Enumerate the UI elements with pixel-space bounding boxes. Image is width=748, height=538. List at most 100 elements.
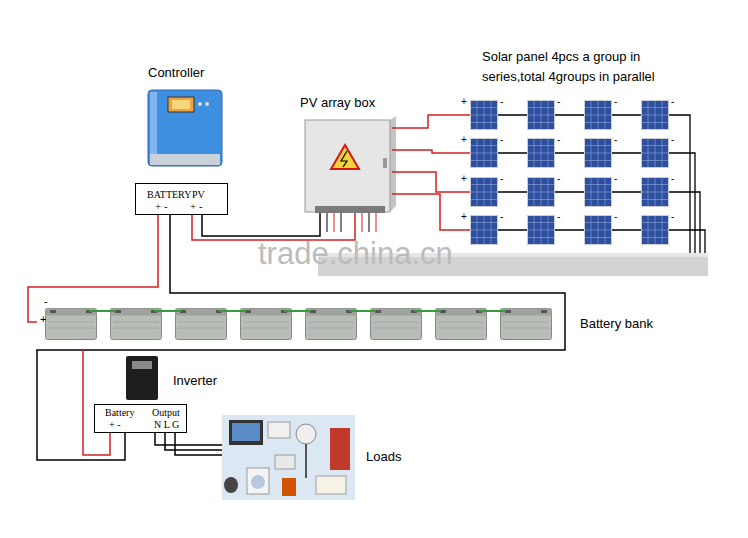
polarity-sign: - xyxy=(500,134,503,145)
solar-panel xyxy=(585,178,612,207)
polarity-sign: - xyxy=(614,211,617,222)
polarity-sign: + xyxy=(461,96,467,107)
wire xyxy=(470,115,690,256)
wire xyxy=(369,213,370,232)
wire xyxy=(376,213,377,232)
node-label: BATTERY xyxy=(147,189,191,201)
heater xyxy=(282,478,296,496)
controller-screen xyxy=(172,100,190,109)
wire xyxy=(192,213,355,240)
fan-stand xyxy=(305,444,307,478)
polarity-sign: + xyxy=(40,313,46,325)
polarity-sign: - xyxy=(614,96,617,107)
node-label: Battery bank xyxy=(580,317,653,332)
battery xyxy=(241,309,292,340)
solar-panel xyxy=(642,101,669,130)
node-label: Battery xyxy=(105,407,134,419)
terminal-row xyxy=(315,206,385,213)
polarity-sign: - xyxy=(614,134,617,145)
rice-cooker xyxy=(224,477,238,493)
battery xyxy=(306,309,357,340)
polarity-sign: - xyxy=(671,96,674,107)
wire xyxy=(362,213,363,232)
washing-drum xyxy=(251,475,265,489)
polarity-sign: - xyxy=(557,173,560,184)
wire xyxy=(202,213,320,236)
washing-machine xyxy=(247,468,269,494)
controller-unit: Controller xyxy=(140,64,232,168)
wire xyxy=(165,433,222,450)
polarity-sign: - xyxy=(44,295,48,307)
polarity-sign: + xyxy=(461,211,467,222)
polarity-sign: - xyxy=(557,134,560,145)
loads-backdrop xyxy=(222,415,355,500)
wire xyxy=(392,194,470,230)
battery xyxy=(371,309,422,340)
polarity-sign: + xyxy=(461,173,467,184)
terminal-block: BatteryOutput+ -N L G xyxy=(94,404,187,433)
load-group: Loads xyxy=(222,413,412,501)
controller-button xyxy=(198,102,202,106)
battery xyxy=(111,309,162,340)
solar-panel xyxy=(471,101,498,130)
battery xyxy=(501,309,552,340)
solar-panel xyxy=(528,216,555,245)
solar-array: Solar panel 4pcs a group in series,total… xyxy=(446,46,708,246)
warning-sign xyxy=(331,145,359,169)
controller-button xyxy=(205,102,209,106)
solar-panel xyxy=(471,139,498,168)
solar-panel xyxy=(642,216,669,245)
polarity-sign: - xyxy=(671,134,674,145)
polarity-sign: - xyxy=(500,96,503,107)
appliance xyxy=(316,476,346,494)
inverter-display xyxy=(132,361,152,369)
node-label: PV array box xyxy=(300,96,375,111)
wire xyxy=(327,213,328,232)
combiner-enclosure xyxy=(305,120,390,212)
box-side xyxy=(390,116,396,212)
battery xyxy=(176,309,227,340)
terminal-block: BATTERYPV+ -+ - xyxy=(135,183,228,215)
node-label: PV xyxy=(192,189,205,201)
battery-link xyxy=(89,310,506,312)
polarity-sign: - xyxy=(614,173,617,184)
solar-panel xyxy=(585,139,612,168)
inverter-unit: Inverter xyxy=(120,352,220,402)
controller-terminal-strip xyxy=(150,154,220,165)
television xyxy=(229,420,263,445)
wire xyxy=(392,115,446,128)
wire xyxy=(470,153,695,256)
solar-panel xyxy=(471,178,498,207)
television-screen xyxy=(232,423,260,441)
solar-panel xyxy=(585,216,612,245)
node-label: + - xyxy=(190,200,203,213)
solar-panel xyxy=(585,101,612,130)
solar-panel xyxy=(642,139,669,168)
polarity-sign: - xyxy=(557,211,560,222)
controller-display xyxy=(168,97,194,112)
wire xyxy=(83,350,110,455)
battery-bank: Battery bank xyxy=(37,294,657,350)
cabinet xyxy=(330,428,350,470)
combiner-box: PV array box xyxy=(300,95,392,213)
node-label: + - xyxy=(109,419,120,431)
wire xyxy=(28,215,158,322)
node-label: Loads xyxy=(366,450,401,465)
node-label: Controller xyxy=(148,66,204,81)
wire xyxy=(341,213,342,232)
battery xyxy=(46,309,97,340)
node-label: + - xyxy=(155,200,168,213)
appliance xyxy=(268,422,290,438)
wire xyxy=(334,213,335,232)
polarity-sign: - xyxy=(500,173,503,184)
polarity-sign: - xyxy=(557,96,560,107)
appliance xyxy=(275,455,295,469)
solar-panel xyxy=(528,139,555,168)
wire xyxy=(446,114,470,116)
polarity-sign: - xyxy=(671,173,674,184)
polarity-sign: + xyxy=(461,134,467,145)
lightning-bolt xyxy=(341,151,347,167)
battery xyxy=(436,309,487,340)
polarity-sign: - xyxy=(671,211,674,222)
